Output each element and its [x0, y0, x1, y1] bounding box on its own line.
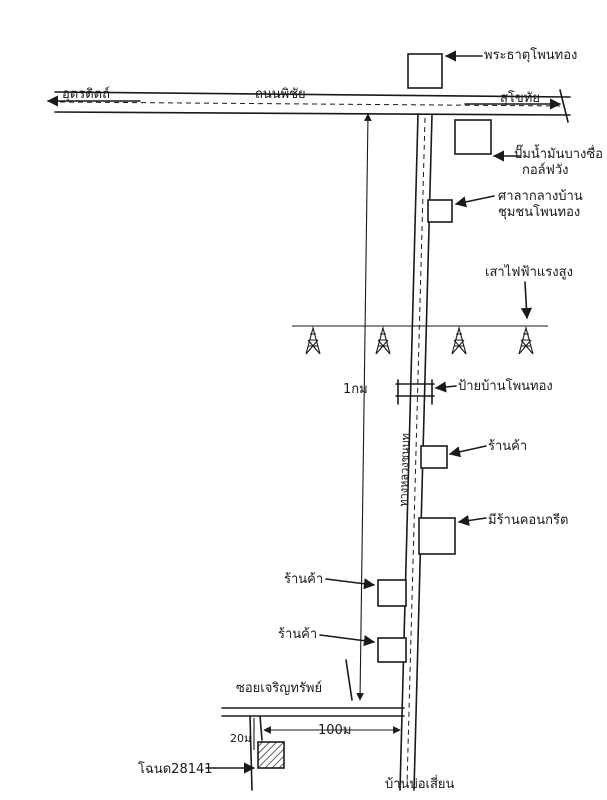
left-direction-label: อุตรดิตถ์ [62, 86, 110, 102]
soi-road [221, 707, 405, 791]
soi-label: ซอยเจริญทรัพย์ [236, 680, 322, 696]
land-plot-label: โฉนด28141 [138, 761, 213, 777]
main-road-name: ถนนพิชัย [255, 87, 306, 102]
concrete-factory-arrow [457, 514, 487, 527]
right-direction-label: สุโขทัย [500, 90, 540, 106]
shop-right-label: ร้านค้า [488, 439, 527, 454]
shop-left-1-label: ร้านค้า [284, 572, 323, 587]
hospital-label-2: ชุมชนโพนทอง [498, 204, 580, 220]
power-tower-1 [305, 325, 321, 355]
distance-vertical-label: 1กม [343, 382, 368, 397]
power-line-arrow [520, 281, 533, 320]
shop-right-box [420, 445, 448, 469]
hospital-box [427, 199, 453, 223]
soi-pointer [345, 659, 353, 701]
shop-left-2-box [377, 637, 407, 663]
power-tower-2 [375, 325, 391, 355]
vertical-road-name: ทางหลวงชนบท [397, 433, 413, 507]
shop-left-2-arrow [319, 634, 376, 647]
power-tower-4 [518, 325, 534, 355]
gas-station-box [454, 119, 492, 155]
distance-horizontal-label: 100ม [318, 723, 351, 738]
top-landmark-box [407, 53, 443, 89]
power-tower-3 [451, 325, 467, 355]
shop-left-2-label: ร้านค้า [278, 627, 317, 642]
distance-vertical-line [356, 113, 372, 701]
shop-left-1-box [377, 579, 407, 607]
bridge-arrow [434, 381, 457, 393]
main-road [54, 89, 571, 123]
gas-station-label-1: ปั๊มน้ำมันบางซื่อ [514, 144, 603, 162]
gas-station-label-2: กอล์ฟวัง [522, 162, 569, 178]
bridge-label: ป้ายบ้านโพนทอง [458, 378, 553, 394]
top-landmark-label: พระธาตุโพนทอง [484, 47, 577, 63]
bottom-end-label: บ้านบ่อเสี่ยน [385, 775, 454, 792]
bridge [395, 379, 435, 405]
shop-right-arrow [448, 445, 487, 458]
concrete-factory-label: มีร้านคอนกรีต [488, 512, 568, 528]
power-line-label: เสาไฟฟ้าแรงสูง [485, 264, 573, 280]
concrete-factory-box [418, 517, 456, 555]
hospital-arrow [454, 195, 495, 208]
shop-left-1-arrow [325, 578, 376, 590]
hospital-label-1: ศาลากลางบ้าน [498, 189, 583, 204]
distance-small-label: 20ม [230, 732, 251, 745]
land-plot [257, 741, 285, 769]
